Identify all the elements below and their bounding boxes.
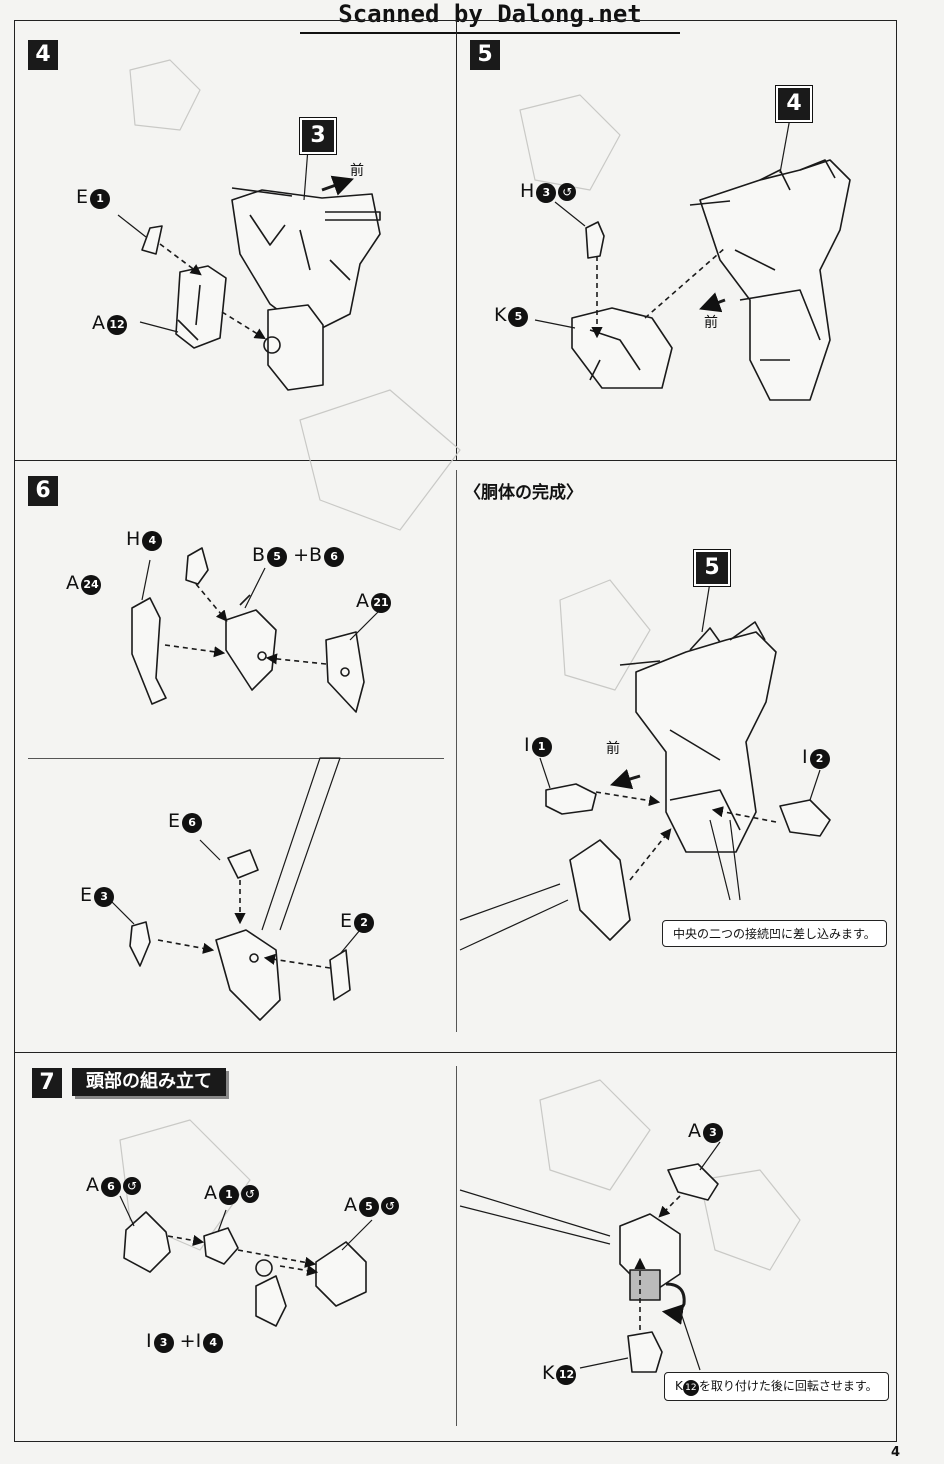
divider-row2 [14, 1052, 896, 1053]
step-5-ref-step: 4 [775, 85, 813, 123]
step-7-number: 7 [32, 1068, 62, 1098]
step-4-direction: 前 [350, 163, 364, 179]
cut-tool-icon: ↺ [241, 1185, 259, 1203]
divider-col-top [456, 20, 457, 460]
step-6-number: 6 [28, 476, 58, 506]
divider-col-bottom [456, 1066, 457, 1426]
torso-direction: 前 [606, 741, 620, 757]
cut-tool-icon: ↺ [123, 1177, 141, 1195]
step-4-number: 4 [28, 40, 58, 70]
page-frame [14, 20, 897, 1442]
scan-credit: Scanned by Dalong.net [300, 0, 680, 34]
cut-tool-icon: ↺ [558, 183, 577, 201]
step-5-number: 5 [470, 40, 500, 70]
torso-note: 中央の二つの接続凹に差し込みます。 [662, 920, 887, 947]
torso-ref-step: 5 [693, 549, 731, 587]
divider-col-mid [456, 470, 457, 1032]
step-7-title: 頭部の組み立て [72, 1068, 226, 1096]
divider-step6-sub [28, 758, 444, 759]
divider-row1 [14, 460, 896, 461]
page-number: 4 [890, 1445, 900, 1460]
torso-complete-title: 〈胴体の完成〉 [464, 483, 583, 503]
step-5-direction: 前 [704, 315, 718, 331]
cut-tool-icon: ↺ [381, 1197, 399, 1215]
step-4-ref-step: 3 [299, 117, 337, 155]
